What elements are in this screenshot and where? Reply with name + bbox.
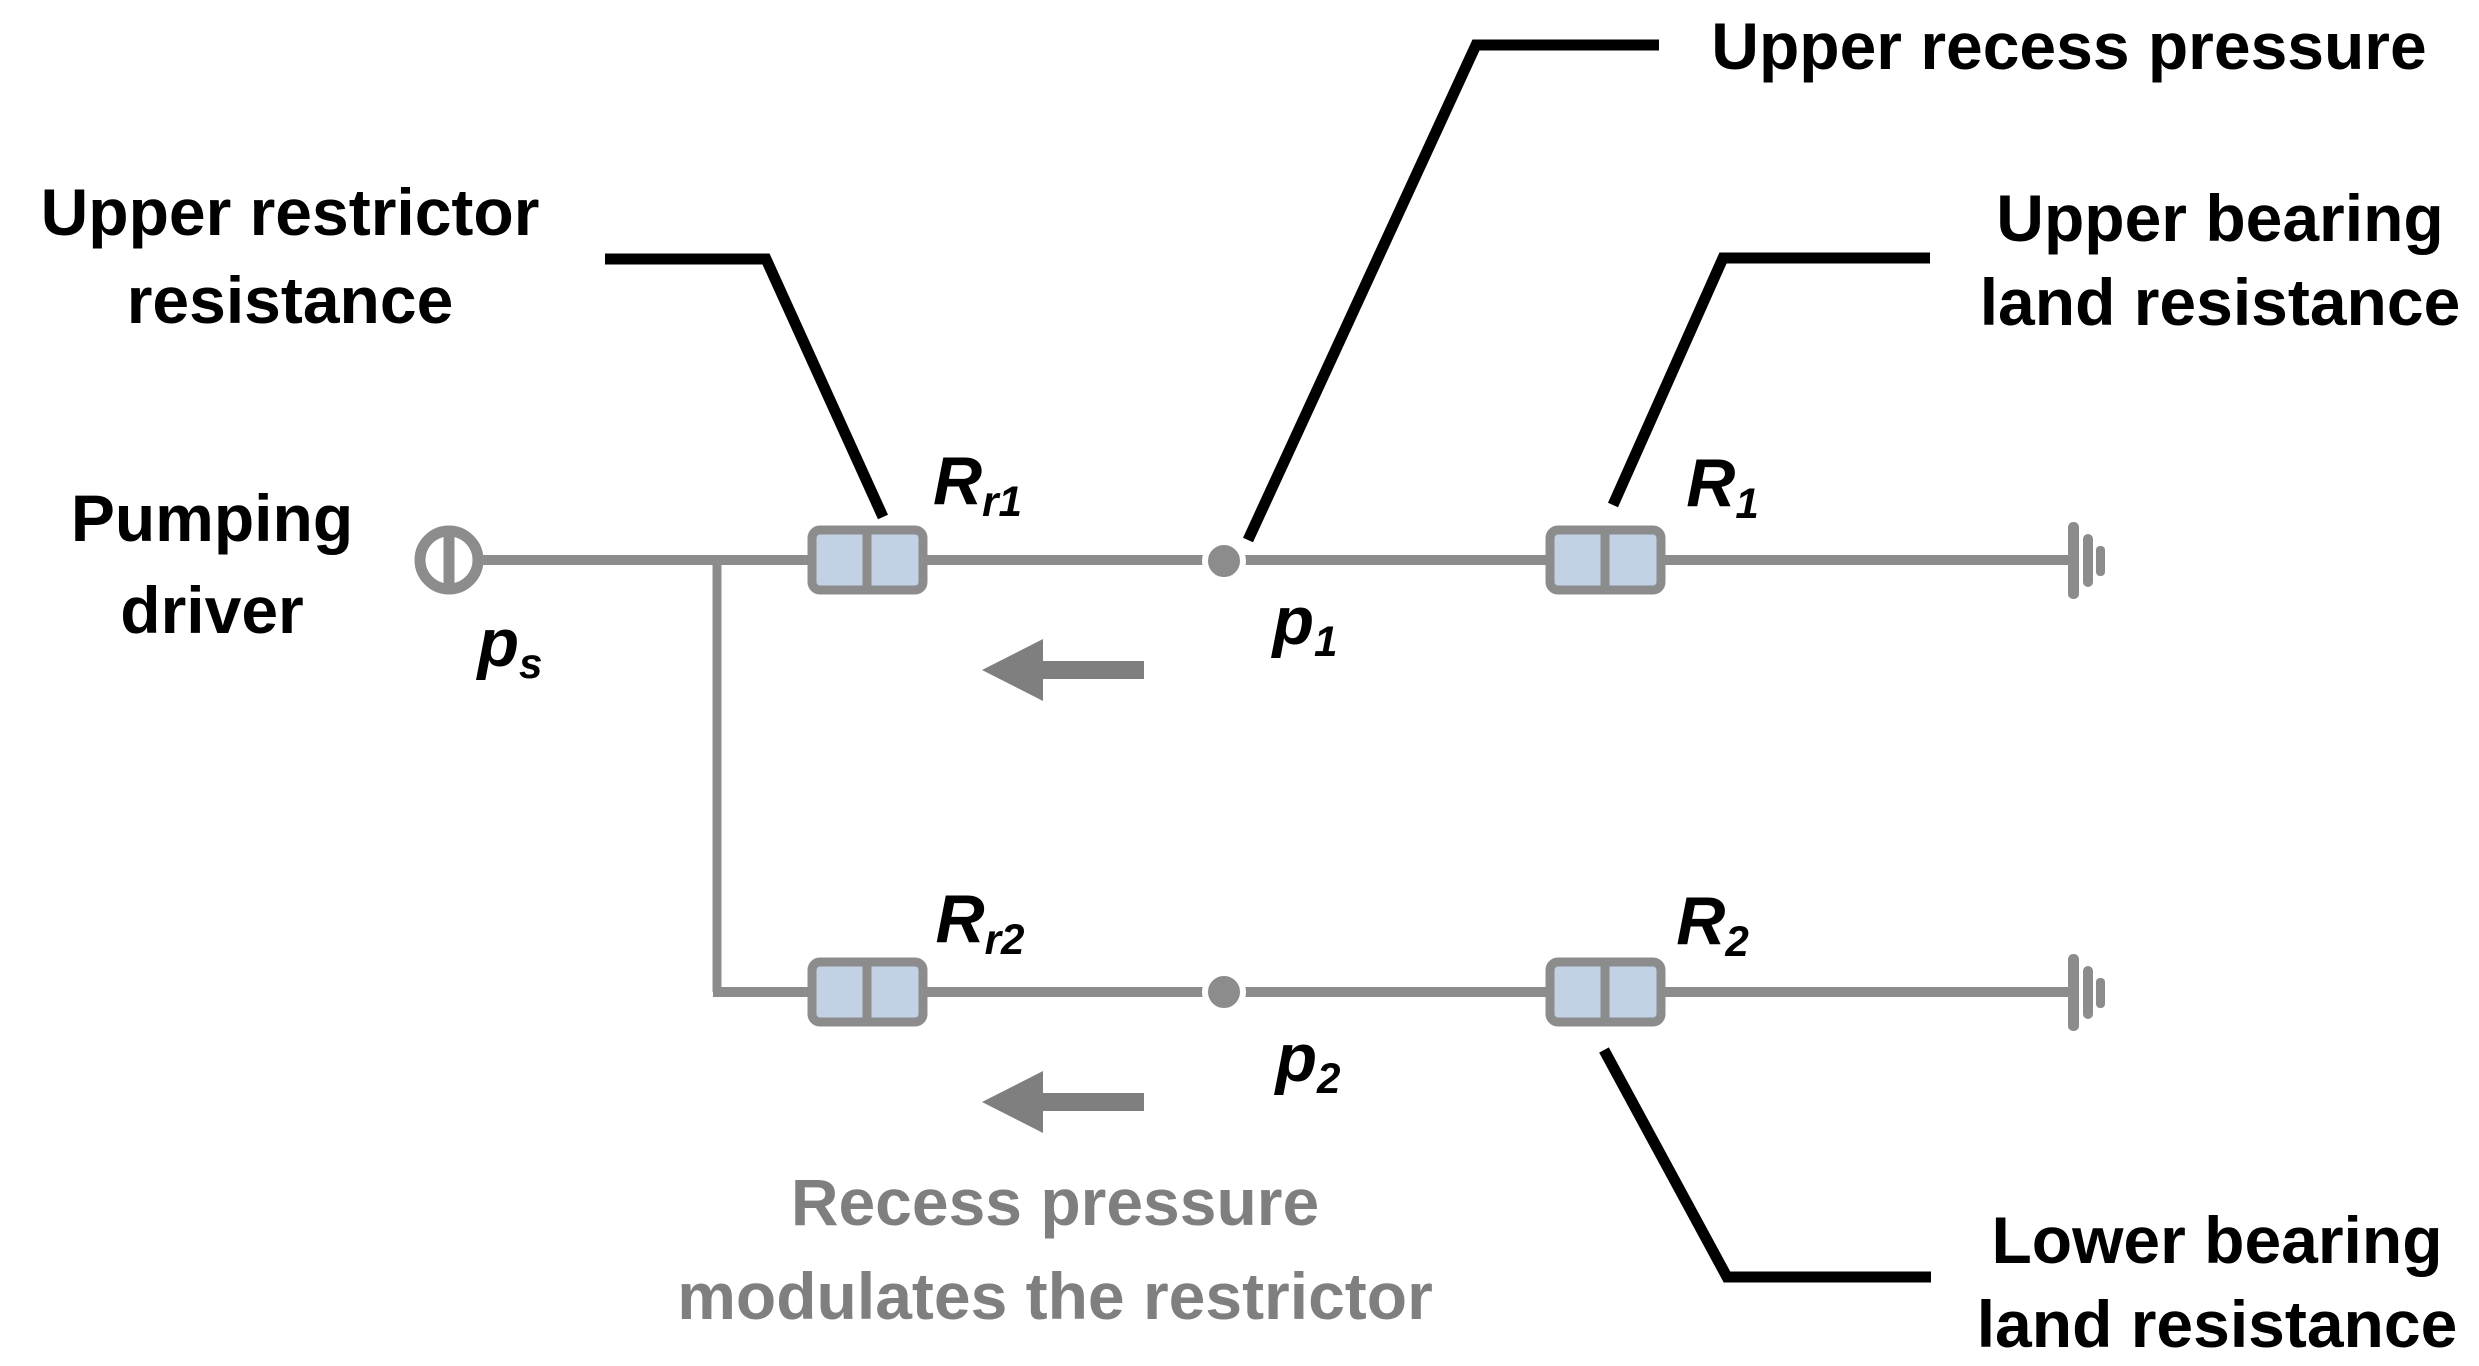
upper-restrictor-label-line1: Upper restrictor xyxy=(40,175,540,249)
p2-sub: 2 xyxy=(1317,1054,1341,1102)
recess-note-label: Recess pressure modulates the restrictor xyxy=(615,1155,1495,1343)
resistor-r1-icon xyxy=(1545,525,1666,595)
callout-line-lower-bearing xyxy=(1599,1047,1931,1283)
upper-bearing-label: Upper bearing land resistance xyxy=(1960,176,2479,344)
callout-line-upper-recess xyxy=(1243,39,1659,543)
tank-bar-3 xyxy=(2096,978,2105,1008)
pumping-driver-label: Pumping driver xyxy=(0,472,424,656)
lower-bearing-label: Lower bearing land resistance xyxy=(1957,1198,2477,1366)
r1-sub: 1 xyxy=(1735,479,1759,527)
r2-sub: 2 xyxy=(1725,917,1749,965)
node-label-p1: p1 xyxy=(1245,586,1365,677)
component-label-rr2: Rr2 xyxy=(915,884,1045,975)
restrictor-rr1-icon xyxy=(807,525,928,595)
component-label-r1: R1 xyxy=(1665,448,1780,539)
upper-restrictor-label: Upper restrictor resistance xyxy=(10,168,570,344)
ps-sub: s xyxy=(519,639,543,687)
rr2-base: R xyxy=(935,881,985,957)
p2-base: p xyxy=(1275,1020,1318,1096)
upper-recess-label-text: Upper recess pressure xyxy=(1711,9,2427,83)
callout-line-upper-bearing xyxy=(1607,252,1930,508)
r1-base: R xyxy=(1686,445,1736,521)
node-dot-p1 xyxy=(1202,539,1246,583)
resistor-r2-icon xyxy=(1545,957,1666,1027)
rr2-sub: r2 xyxy=(984,915,1025,963)
rr1-base: R xyxy=(933,443,983,519)
callout-line-upper-restrictor xyxy=(605,253,889,520)
pumping-driver-label-line2: driver xyxy=(120,573,304,647)
tank-bar-3 xyxy=(2096,546,2105,576)
upper-recess-label: Upper recess pressure xyxy=(1659,8,2479,84)
restrictor-rr2-icon xyxy=(807,957,928,1027)
node-dot-p2 xyxy=(1202,970,1246,1014)
p1-base: p xyxy=(1272,583,1315,659)
tank-bar-2 xyxy=(2083,966,2093,1019)
tank-icon-lower xyxy=(2068,954,2105,1031)
recess-note-label-line1: Recess pressure xyxy=(790,1165,1320,1239)
component-label-rr1: Rr1 xyxy=(915,446,1040,537)
tank-bar-1 xyxy=(2068,522,2079,599)
pump-icon xyxy=(414,525,484,595)
node-label-ps: ps xyxy=(460,608,560,699)
flow-arrow-lower xyxy=(982,1071,1144,1133)
lower-bearing-label-line1: Lower bearing xyxy=(1991,1203,2443,1277)
upper-bearing-label-line2: land resistance xyxy=(1979,265,2461,339)
recess-note-label-line2: modulates the restrictor xyxy=(677,1259,1433,1333)
tank-bar-1 xyxy=(2068,954,2079,1031)
rr1-sub: r1 xyxy=(982,477,1022,525)
node-label-p2: p2 xyxy=(1248,1023,1368,1114)
p1-sub: 1 xyxy=(1314,617,1338,665)
upper-restrictor-label-line2: resistance xyxy=(126,263,454,337)
tank-icon-upper xyxy=(2068,522,2105,599)
lower-bearing-label-line2: land resistance xyxy=(1976,1287,2458,1361)
tank-bar-2 xyxy=(2083,534,2093,587)
ps-base: p xyxy=(477,605,520,681)
r2-base: R xyxy=(1676,883,1726,959)
flow-arrow-upper xyxy=(982,639,1144,701)
pumping-driver-label-line1: Pumping xyxy=(70,481,354,555)
upper-bearing-label-line1: Upper bearing xyxy=(1996,181,2444,255)
component-label-r2: R2 xyxy=(1655,886,1770,977)
